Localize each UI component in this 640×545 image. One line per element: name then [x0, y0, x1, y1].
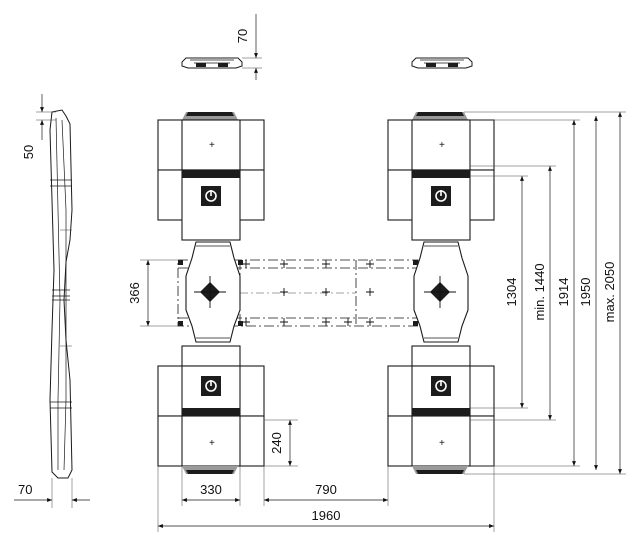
- dim-pad-height: 240: [264, 419, 298, 467]
- side-view: [49, 109, 73, 479]
- dim-label-top-height: 70: [235, 29, 250, 43]
- dim-label-pad-width: 330: [200, 482, 222, 497]
- dim-label-total-width: 1960: [312, 508, 341, 523]
- left-center-mark: [194, 276, 226, 308]
- svg-text:+: +: [209, 438, 215, 449]
- pad-assembly-bottom-left: +: [157, 345, 265, 474]
- dim-label-gap-width: 790: [315, 482, 337, 497]
- dim-label-mid-length: 1914: [556, 278, 571, 307]
- dim-side-thickness: 50: [21, 94, 56, 159]
- dim-label-side-base: 70: [18, 482, 32, 497]
- dim-label-inner-length: 1304: [504, 278, 519, 307]
- dim-cross-width: 366: [127, 259, 180, 327]
- dim-label-max-length: max. 2050: [602, 262, 617, 323]
- dim-vertical-stack: 1304 min. 1440 1914 1950 max. 2050: [464, 111, 626, 475]
- right-cross-member: [413, 241, 469, 343]
- dim-label-pad-height: 240: [269, 432, 284, 454]
- dim-total-width: 1960: [157, 466, 495, 532]
- pad-assembly-top-right: +: [387, 112, 495, 241]
- pad-assembly-bottom-right: +: [387, 345, 495, 474]
- top-profile-left: [181, 57, 243, 69]
- svg-text:+: +: [439, 140, 445, 151]
- svg-text:+: +: [209, 140, 215, 151]
- dim-label-cross-width: 366: [127, 282, 142, 304]
- dim-label-min-length: min. 1440: [532, 263, 547, 320]
- dim-side-base: 70: [14, 478, 90, 508]
- dim-label-length-1950: 1950: [578, 278, 593, 307]
- dim-bottom-widths: 330 790: [181, 466, 389, 506]
- dim-top-height: 70: [235, 14, 262, 80]
- left-cross-member: [185, 241, 241, 343]
- pad-assembly-top-left: +: [157, 112, 265, 241]
- right-center-mark: [424, 276, 456, 308]
- dim-label-side-thickness: 50: [21, 145, 36, 159]
- top-profile-right: [411, 57, 473, 69]
- svg-text:+: +: [439, 438, 445, 449]
